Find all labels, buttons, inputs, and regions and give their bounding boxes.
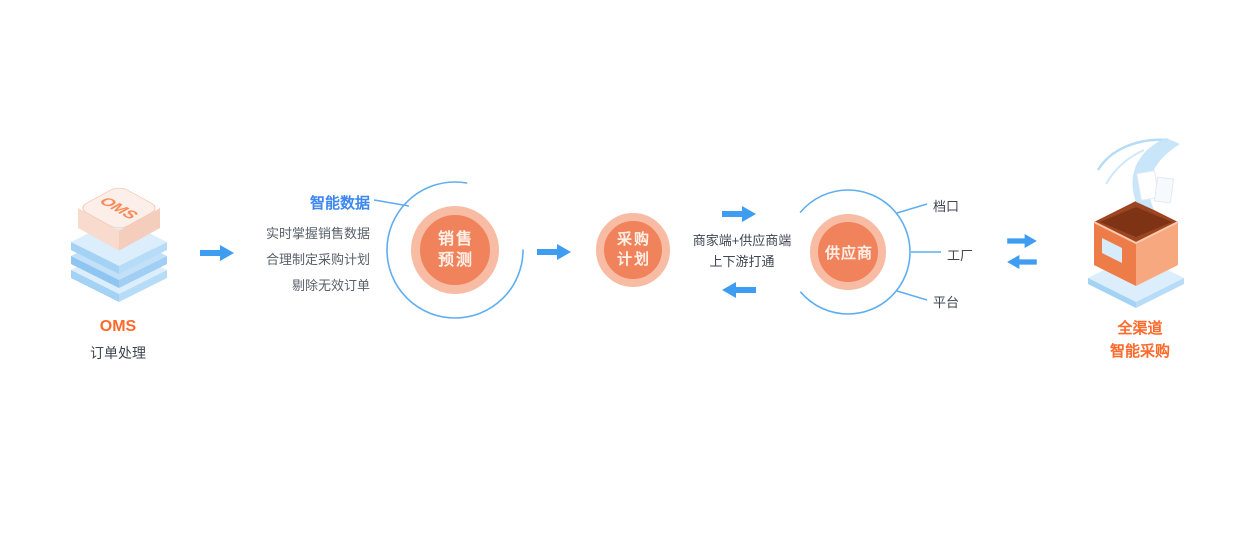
- smart-data-item: 剔除无效订单: [291, 278, 370, 293]
- arrow-right-icon: [722, 206, 756, 222]
- smart-data-title: 智能数据: [309, 195, 370, 212]
- oms-subtitle: 订单处理: [90, 345, 146, 361]
- supplier-channel-label: 工厂: [947, 248, 974, 263]
- purchase-plan-label: 采购: [616, 231, 651, 248]
- oms-title: OMS: [99, 318, 137, 335]
- oms-node-label: OMS 订单处理: [56, 318, 180, 363]
- smart-data-panel: 智能数据 实时掌握销售数据 合理制定采购计划 剔除无效订单: [236, 192, 370, 299]
- smart-data-item: 合理制定采购计划: [265, 252, 370, 267]
- supplier-channel-label: 平台: [933, 295, 960, 310]
- result-subtitle: 智能采购: [1109, 343, 1170, 360]
- arrow-right-icon: [200, 245, 234, 261]
- sales-forecast-arc: [386, 181, 524, 319]
- arrow-right-icon: [537, 244, 571, 260]
- supplier-channel-label: 档口: [933, 199, 960, 214]
- supplier-bubble: 供应商: [810, 214, 886, 290]
- oms-stack-icon: OMS: [71, 187, 167, 302]
- arrow-left-icon: [722, 282, 756, 298]
- arrow-left-icon: [1006, 255, 1038, 269]
- supplier-label: 供应商: [824, 244, 873, 262]
- purchase-plan-bubble: 采购 计划: [596, 213, 670, 287]
- bridge-text: 商家端+供应商端 上下游打通: [664, 230, 820, 272]
- smart-data-item: 实时掌握销售数据: [265, 226, 370, 241]
- sales-forecast-label: 预测: [437, 252, 474, 269]
- procurement-box-icon: [1088, 138, 1184, 308]
- purchase-plan-label: 计划: [616, 251, 651, 268]
- result-title: 全渠道: [1117, 320, 1163, 337]
- supplier-arc: [785, 189, 911, 315]
- result-node-label: 全渠道 智能采购: [1078, 317, 1202, 363]
- bridge-line: 商家端+供应商端: [692, 233, 792, 248]
- bridge-line: 上下游打通: [709, 254, 775, 269]
- sales-forecast-label: 销售: [437, 231, 474, 248]
- arrow-right-icon: [1006, 234, 1038, 248]
- sales-forecast-bubble: 销售 预测: [411, 206, 499, 294]
